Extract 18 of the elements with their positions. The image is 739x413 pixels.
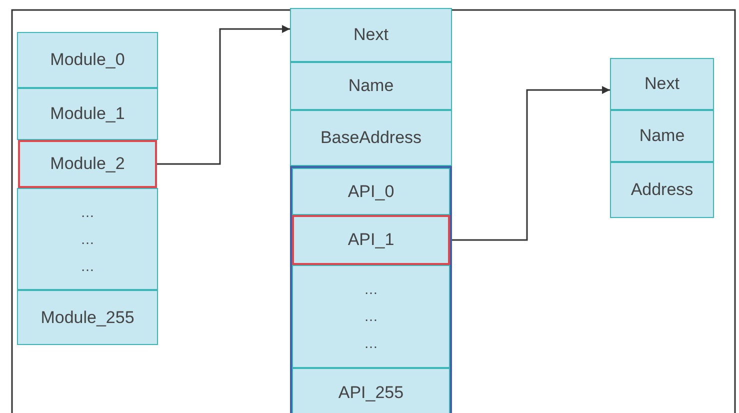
highlighted-cell: API_1 [292, 215, 450, 265]
memory-cell: … … … [292, 265, 450, 368]
memory-cell: Next [610, 58, 714, 110]
memory-cell: Next [290, 8, 452, 62]
memory-cell: API_0 [292, 168, 450, 215]
arrow [450, 86, 610, 241]
memory-cell: Name [610, 110, 714, 162]
memory-cell: Module_0 [17, 32, 158, 88]
memory-cell: Address [610, 162, 714, 218]
group-outline [290, 166, 452, 413]
memory-cell: … … … [17, 188, 158, 290]
memory-cell: Module_255 [17, 290, 158, 345]
memory-cell: Name [290, 62, 452, 110]
highlighted-cell: Module_2 [18, 140, 157, 188]
arrow [157, 25, 290, 165]
memory-cell: API_255 [292, 368, 450, 413]
memory-cell: Module_1 [17, 88, 158, 140]
memory-cell: BaseAddress [290, 110, 452, 166]
